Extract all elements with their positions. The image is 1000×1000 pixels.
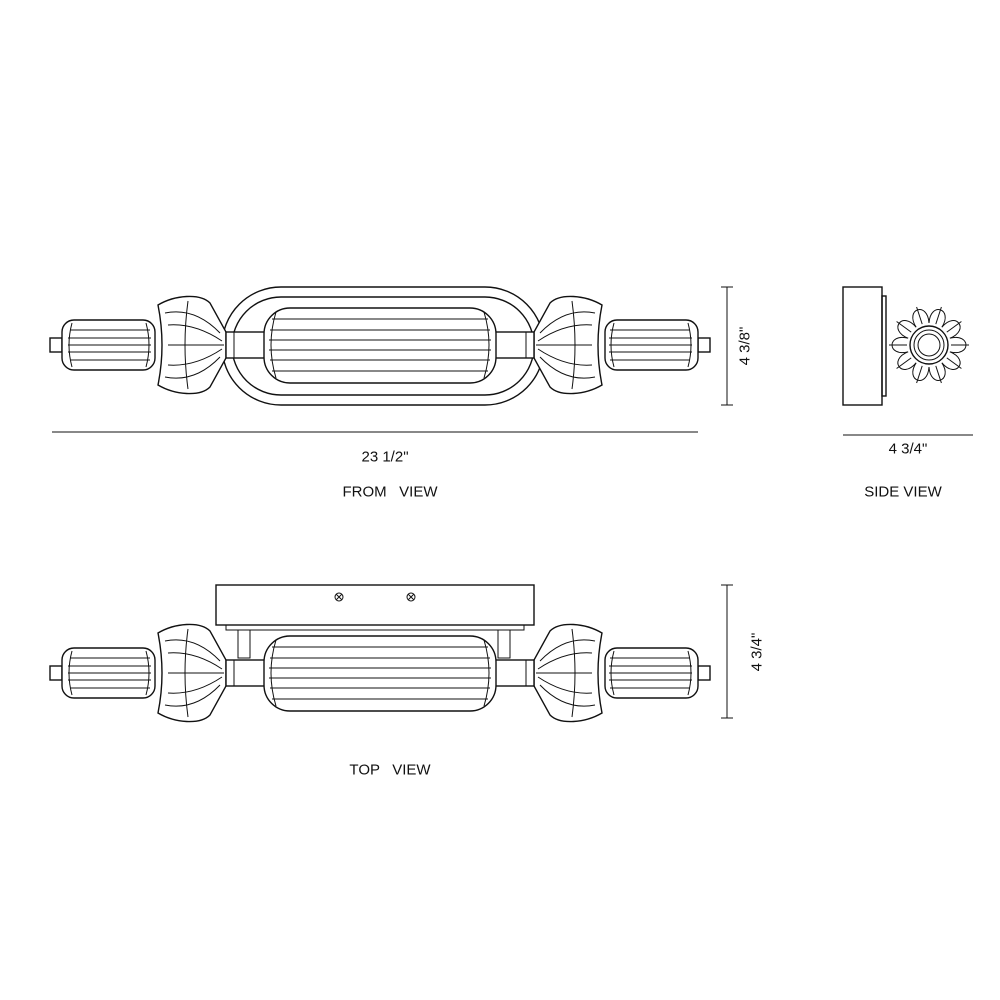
petal-rib (935, 365, 942, 384)
mounting-plate (215, 584, 535, 626)
top-view-title: TOP VIEW (349, 761, 431, 779)
side-view (842, 286, 973, 436)
petal (928, 309, 946, 328)
petal-rib (916, 365, 923, 384)
front-view-title: FROM VIEW (342, 483, 438, 501)
front-height-dimension: 4 3/8" (736, 326, 754, 366)
petal-rib (896, 321, 912, 333)
front-fixture (50, 296, 710, 393)
petal (912, 309, 930, 328)
petal (912, 362, 930, 381)
top-view (50, 584, 733, 722)
petal-rib (946, 357, 962, 369)
screw-icon (406, 592, 416, 602)
side-depth-dimension: 4 3/4" (888, 440, 928, 458)
flower-shade (889, 306, 969, 384)
petal-rib (935, 306, 942, 325)
petal-rib (896, 357, 912, 369)
top-height-dimension: 4 3/4" (748, 632, 766, 672)
screw-icon (334, 592, 344, 602)
petal (928, 362, 946, 381)
side-view-title: SIDE VIEW (864, 483, 942, 501)
top-fixture (50, 624, 710, 721)
petal-rib (916, 306, 923, 325)
front-dimensions (52, 286, 733, 433)
petal-rib (946, 321, 962, 333)
front-width-dimension: 23 1/2" (361, 448, 409, 466)
front-view (50, 286, 710, 406)
